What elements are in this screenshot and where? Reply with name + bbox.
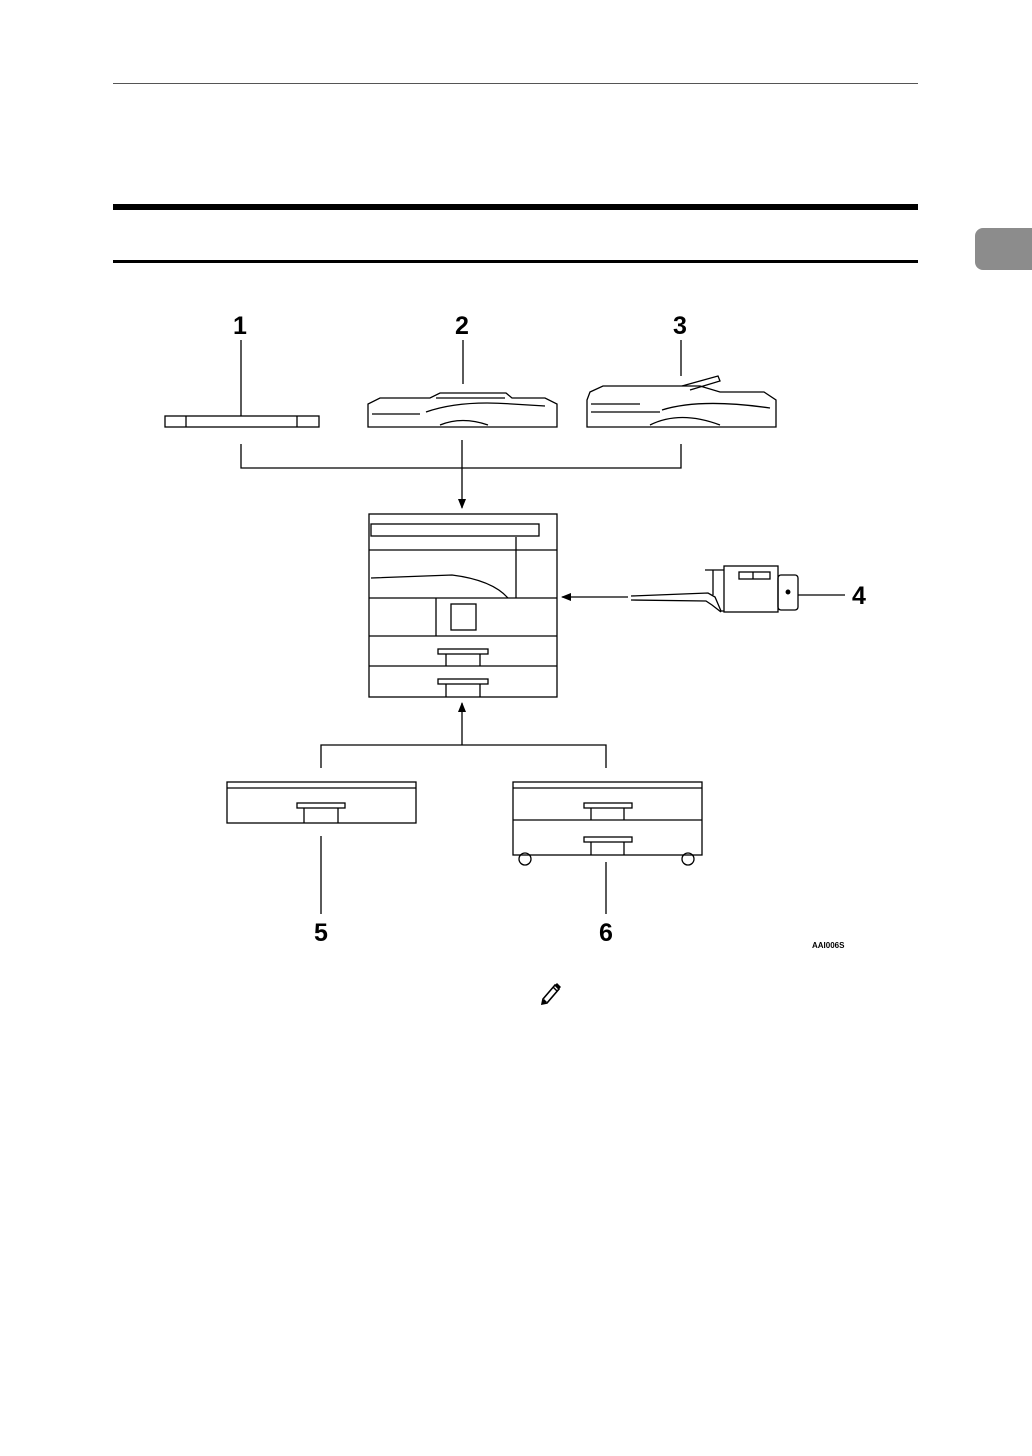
- callout-5: 5: [314, 919, 328, 947]
- top-bracket: [241, 444, 681, 468]
- document-feeder-2: [368, 393, 557, 427]
- bypass-tray: [631, 566, 798, 612]
- callout-3: 3: [673, 312, 687, 340]
- pencil-note-icon: [538, 980, 564, 1006]
- paper-tray-unit-two: [513, 782, 702, 865]
- figure-code: AAI006S: [812, 941, 845, 950]
- platen-cover: [165, 416, 319, 427]
- callout-4: 4: [852, 582, 866, 610]
- paper-tray-unit: [227, 782, 416, 823]
- callout-6: 6: [599, 919, 613, 947]
- callout-2: 2: [455, 312, 469, 340]
- main-unit: [369, 514, 557, 697]
- bottom-bracket: [321, 745, 606, 768]
- document-feeder-3: [587, 376, 776, 427]
- callout-1: 1: [233, 312, 247, 340]
